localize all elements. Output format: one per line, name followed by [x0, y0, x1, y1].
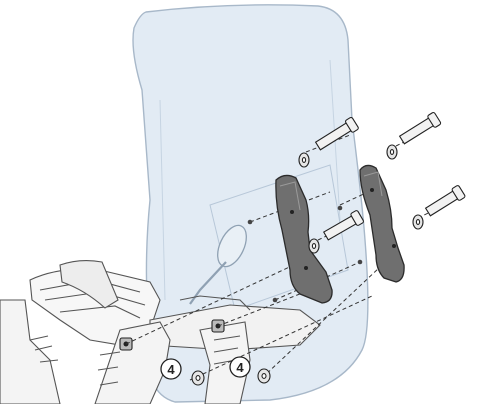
washers: [191, 144, 424, 386]
bracket-holes: [290, 188, 396, 270]
bolts: [314, 112, 466, 241]
bracket-left-highlight: [279, 181, 301, 211]
bracket-right-highlight: [363, 171, 383, 197]
callout-4-left: 4: [160, 358, 182, 380]
motorcycle-front: [0, 259, 321, 404]
callout-4-left-label: 4: [167, 362, 175, 377]
screen-nuts: [247, 205, 363, 303]
callout-4-right: 4: [229, 356, 251, 378]
bracket-left: [275, 174, 333, 304]
mirror: [189, 224, 247, 305]
callout-4-right-label: 4: [236, 360, 244, 375]
bracket-right: [359, 164, 405, 283]
